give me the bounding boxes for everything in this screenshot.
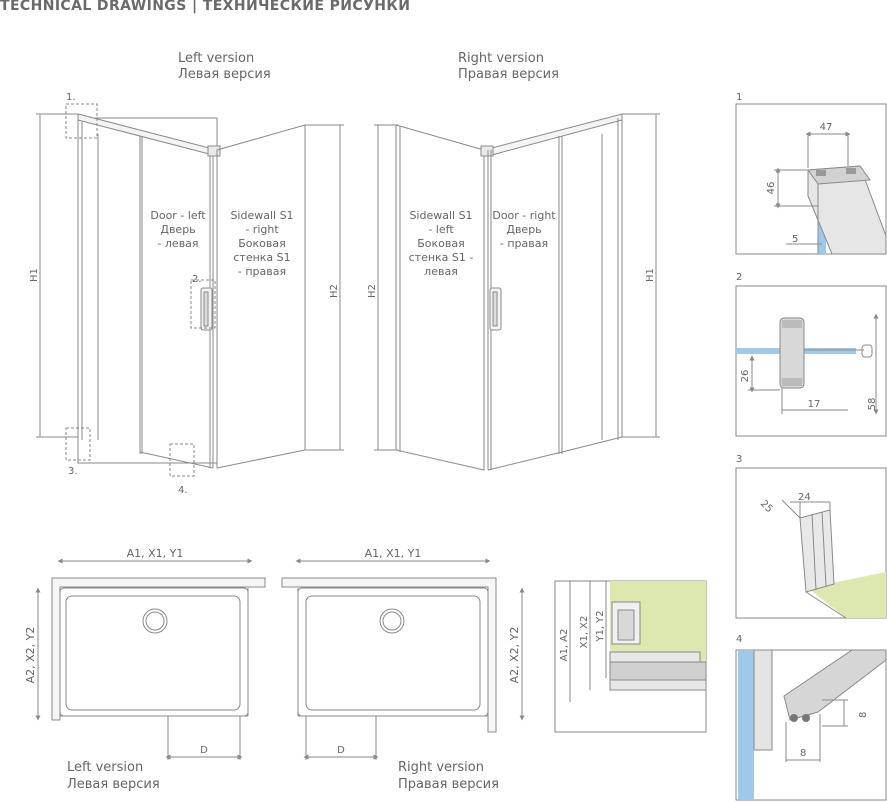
detail-3-number: 3 <box>736 454 742 465</box>
plan-right-version-label-ru: Правая версия <box>398 777 499 792</box>
sidewall-right-label-5: - правая <box>238 265 286 278</box>
detail-a-label: A1, A2 <box>559 629 570 662</box>
detail-y-label: Y1, Y2 <box>595 610 606 642</box>
callout-box-2 <box>190 279 216 329</box>
detail-2-number: 2 <box>736 272 742 283</box>
top-rail-right <box>483 113 623 157</box>
detail-2: 2 26 17 58 <box>735 272 887 437</box>
plan-depth-label-left: A2, X2, Y2 <box>24 627 37 684</box>
sidewall-left-label-2: - left <box>428 223 454 236</box>
detail-4-number: 4 <box>736 634 742 645</box>
sidewall-left-panel <box>395 124 485 471</box>
sidewall-left-label-3: Боковая <box>417 237 465 250</box>
detail-1-dim-47: 47 <box>820 122 833 133</box>
plan-d-label-left: D <box>200 745 208 756</box>
left-version-label-ru: Левая версия <box>178 67 271 82</box>
door-right-label-ru: Дверь <box>506 223 541 236</box>
sidewall-left-label-5: левая <box>424 265 458 278</box>
sidewall-right-label: Sidewall S1 <box>230 209 293 222</box>
detail-1: 1 47 46 5 <box>735 92 887 255</box>
detail-2-frame <box>735 285 887 437</box>
detail-1-dim-46: 46 <box>766 182 777 195</box>
callout-3: 3. <box>68 466 78 477</box>
sidewall-right-label-2: - right <box>245 223 279 236</box>
plan-left-version-label: Left version <box>67 760 143 775</box>
plan-left: A1, X1, Y1 A2, X2, Y2 D Left version Лев… <box>24 547 266 792</box>
callout-4: 4. <box>178 485 188 496</box>
sidewall-right-label-4: стенка S1 <box>233 251 290 264</box>
right-version-label: Right version <box>458 51 544 66</box>
h1-label-right: H1 <box>645 268 656 282</box>
detail-4-dim-8-v: 8 <box>858 712 869 718</box>
detail-3: 3 25 24 <box>735 454 887 619</box>
sidewall-right-label-3: Боковая <box>238 237 286 250</box>
detail-4: 4 8 8 <box>735 634 887 801</box>
detail-2-dim-17: 17 <box>808 399 821 410</box>
callout-1: 1. <box>66 92 76 103</box>
wall-left <box>51 577 266 721</box>
door-left-label-ru: Дверь <box>160 223 195 236</box>
door-left-frame <box>77 117 218 464</box>
sidewall-left-label: Sidewall S1 <box>409 209 472 222</box>
callout-box-4 <box>169 443 195 477</box>
shower-tray-right <box>297 587 489 717</box>
plan-depth-label-right: A2, X2, Y2 <box>508 627 521 684</box>
wall-right <box>281 577 497 733</box>
shower-tray-left <box>59 587 249 717</box>
detail-4-frame <box>735 649 887 801</box>
detail-3-dim-24: 24 <box>798 492 811 503</box>
plan-right: A1, X1, Y1 A2, X2, Y2 D Right version Пр… <box>281 547 525 792</box>
detail-x-label: X1, X2 <box>579 616 590 649</box>
sidewall-left-label-4: стенка S1 - <box>409 251 474 264</box>
detail-2-dim-26: 26 <box>740 370 751 383</box>
left-elevation: Left version Левая версия H1 H2 <box>29 51 344 496</box>
right-version-label-ru: Правая версия <box>458 67 559 82</box>
detail-corner-plan: A1, A2 X1, X2 Y1, Y2 <box>554 580 707 733</box>
door-left-label-ru-2: - левая <box>157 237 198 250</box>
plan-d-label-right: D <box>337 745 345 756</box>
plan-right-version-label: Right version <box>398 760 484 775</box>
detail-1-number: 1 <box>736 92 742 103</box>
door-left-label: Door - left <box>150 209 206 222</box>
callout-box-1 <box>65 103 98 139</box>
page-title: TECHNICAL DRAWINGS | ТЕХНИЧЕСКИЕ РИСУНКИ <box>0 0 411 14</box>
detail-2-dim-58: 58 <box>867 398 878 411</box>
left-version-label: Left version <box>178 51 254 66</box>
sidewall-right-panel <box>216 124 306 469</box>
h2-label-right: H2 <box>367 284 378 298</box>
callout-2: 2. <box>192 274 202 285</box>
h1-label: H1 <box>29 268 40 282</box>
plan-width-label-left: A1, X1, Y1 <box>127 547 184 560</box>
plan-width-label-right: A1, X1, Y1 <box>365 547 422 560</box>
top-rail <box>77 113 218 157</box>
door-right-label: Door - right <box>492 209 556 222</box>
detail-4-dim-8-h: 8 <box>800 748 806 759</box>
drain-right <box>379 608 405 634</box>
detail-3-frame <box>735 467 887 619</box>
detail-1-dim-5: 5 <box>792 234 798 245</box>
detail-3-dim-25: 25 <box>758 498 775 515</box>
h2-label-left: H2 <box>329 284 340 298</box>
plan-left-version-label-ru: Левая версия <box>67 777 160 792</box>
right-elevation: Right version Правая версия H2 H1 Sidewa… <box>367 51 660 471</box>
detail-1-frame <box>735 103 887 255</box>
callout-box-3 <box>65 427 91 461</box>
door-right-label-ru-2: - правая <box>500 237 548 250</box>
drain-left <box>142 608 168 634</box>
